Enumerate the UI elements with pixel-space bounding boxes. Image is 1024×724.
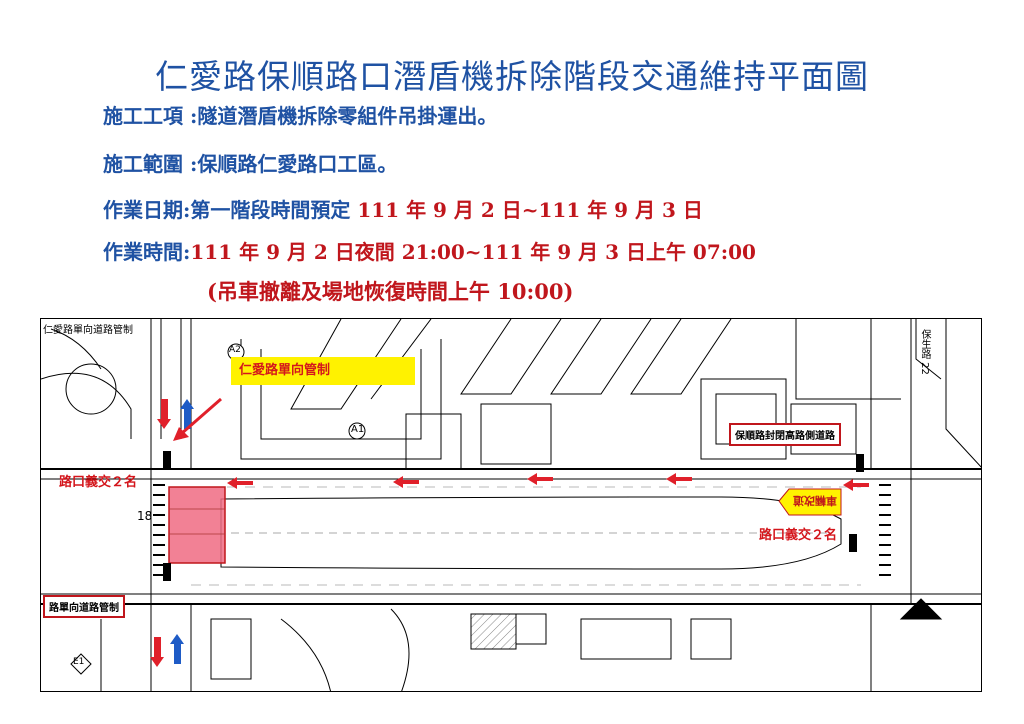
info-value: 保順路仁愛路口工區。 <box>197 152 398 176</box>
marker-a2: A2 <box>229 345 241 355</box>
right-police-label: 路口義交２名 <box>759 528 838 543</box>
one-way-control-label: 仁愛路單向管制 <box>231 357 415 385</box>
site-plan-drawing <box>41 319 981 691</box>
road-closure-label: 保順路封閉高路側道路 <box>729 423 841 446</box>
info-date-range: 111 年 9 月 2 日~111 年 9 月 3 日 <box>357 198 703 222</box>
cross-roads <box>150 319 912 691</box>
info-row-time: 作業時間:111 年 9 月 2 日夜間 21:00~111 年 9 月 3 日… <box>103 240 756 264</box>
info-time-range: 111 年 9 月 2 日夜間 21:00~111 年 9 月 3 日上午 07… <box>190 240 756 264</box>
info-label: 施工範圍 <box>103 152 183 176</box>
lane-number: 18 <box>137 509 153 523</box>
info-label: 作業日期 <box>103 198 183 222</box>
marker-a1: A1 <box>351 424 365 435</box>
info-row-date: 作業日期:第一階段時間預定 111 年 9 月 2 日~111 年 9 月 3 … <box>103 198 703 222</box>
restore-time-note: (吊車撤離及場地恢復時間上午 10:00) <box>207 279 574 304</box>
traffic-lights <box>163 451 864 581</box>
info-value: 隧道潛盾機拆除零組件吊掛運出。 <box>197 104 498 128</box>
work-zone <box>169 487 225 563</box>
info-label: 作業時間 <box>103 240 183 264</box>
direction-arrows-left-top <box>157 399 194 429</box>
left-police-label: 路口義交２名 <box>59 475 138 490</box>
detour-sign-text: 車輛改道 <box>793 494 837 507</box>
road-renai <box>41 468 981 605</box>
info-value: 第一階段時間預定 <box>190 198 358 222</box>
page-title: 仁愛路保順路口潛盾機拆除階段交通維持平面圖 <box>155 57 869 96</box>
corner-label: 仁愛路單向道路管制 <box>43 325 133 336</box>
marker-e1: E1 <box>73 657 85 667</box>
info-row-scope: 施工範圍 :保順路仁愛路口工區。 <box>103 152 398 176</box>
info-row-work-item: 施工工項 :隧道潛盾機拆除零組件吊掛運出。 <box>103 104 498 128</box>
road-name-right: 保生路 22 <box>919 329 930 375</box>
site-plan-map: 仁愛路單向道路管制 仁愛路單向管制 路口義交２名 路口義交２名 保順路封閉高路側… <box>40 318 982 692</box>
bottom-outlines <box>100 598 943 691</box>
left-one-way-label: 路單向道路管制 <box>43 595 125 618</box>
one-way-arrows <box>227 473 869 491</box>
crosswalks <box>153 484 891 576</box>
detour-sign <box>778 488 842 516</box>
direction-arrows-left-bottom <box>150 634 184 667</box>
building-outlines <box>41 319 981 470</box>
info-label: 施工工項 <box>103 104 183 128</box>
